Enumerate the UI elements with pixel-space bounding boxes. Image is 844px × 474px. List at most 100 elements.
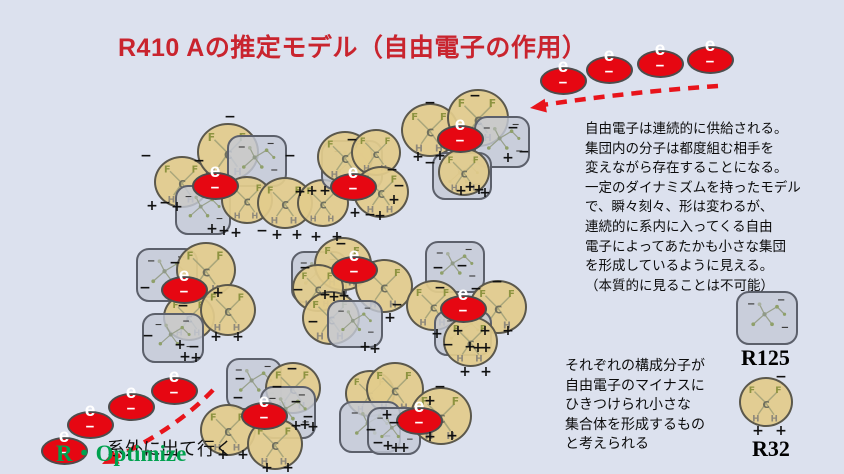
- plus-sign: +: [291, 227, 303, 243]
- electron-minus-sign: −: [349, 263, 359, 281]
- svg-text:F: F: [749, 385, 755, 396]
- svg-text:−: −: [264, 362, 272, 373]
- svg-text:F: F: [238, 292, 245, 303]
- svg-text:H: H: [327, 214, 334, 224]
- minus-sign: −: [139, 280, 151, 296]
- free-electron: e−: [329, 163, 377, 201]
- minus-sign: −: [307, 314, 319, 330]
- r32-molecule-structure-icon: F F C H H: [210, 292, 245, 333]
- svg-text:−: −: [300, 258, 308, 269]
- plus-sign: +: [319, 183, 331, 199]
- electron-label: e: [654, 39, 666, 60]
- r125-molecule: − − −: [736, 291, 798, 345]
- plus-sign: +: [299, 417, 311, 433]
- electron-label: e: [348, 245, 360, 266]
- plus-sign: +: [479, 323, 491, 339]
- electron-minus-sign: −: [604, 63, 614, 81]
- plus-sign: +: [306, 183, 318, 199]
- svg-text:F: F: [353, 246, 360, 257]
- free-electron: e−: [150, 367, 198, 405]
- minus-sign: −: [469, 88, 481, 104]
- plus-sign: +: [434, 148, 446, 164]
- plus-sign: +: [174, 337, 186, 353]
- r32-molecule-structure-icon: F F C H H: [749, 385, 782, 425]
- svg-text:H: H: [425, 431, 433, 442]
- svg-text:H: H: [752, 415, 759, 425]
- supply-note: 自由電子は連続的に供給される。 集団内の分子は都度組む相手を 変えながら存在する…: [585, 121, 801, 293]
- svg-text:−: −: [468, 271, 476, 282]
- electron-minus-sign: −: [179, 283, 189, 301]
- electron-label: e: [603, 45, 615, 66]
- plus-sign: +: [331, 229, 343, 245]
- svg-text:F: F: [208, 131, 215, 144]
- svg-text:−: −: [268, 393, 276, 404]
- svg-text:H: H: [771, 415, 778, 425]
- minus-sign: −: [188, 339, 200, 355]
- plus-sign: +: [261, 460, 273, 474]
- svg-text:F: F: [411, 112, 418, 123]
- svg-text:−: −: [367, 328, 374, 338]
- electron-label: e: [168, 366, 180, 387]
- electron-label: e: [704, 35, 716, 56]
- svg-text:C: C: [466, 339, 473, 350]
- slide-title: R410 Aの推定モデル（自由電子の作用）: [118, 34, 588, 62]
- plus-sign: +: [359, 339, 371, 355]
- minus-sign: −: [518, 144, 530, 160]
- svg-text:H: H: [214, 443, 222, 453]
- cluster-note: それぞれの構成分子が 自由電子のマイナスに ひきつけられ小さな 集合体を形成する…: [565, 357, 705, 452]
- r125-molecule-structure-icon: − − −: [747, 295, 789, 334]
- minus-sign: −: [177, 298, 189, 314]
- minus-sign: −: [470, 281, 482, 297]
- minus-sign: −: [159, 195, 171, 211]
- r32-molecule-structure-icon: F F C H H: [411, 112, 447, 154]
- free-electron: e−: [330, 246, 378, 284]
- plus-sign: +: [412, 149, 424, 165]
- electron-minus-sign: −: [705, 53, 715, 71]
- electron-label: e: [413, 396, 425, 417]
- free-electron: e−: [436, 115, 484, 153]
- plus-sign: +: [452, 323, 464, 339]
- r125-molecule-structure-icon: − − −: [436, 245, 476, 282]
- svg-text:F: F: [376, 371, 383, 382]
- plus-sign: +: [398, 440, 410, 456]
- plus-sign: +: [446, 428, 458, 444]
- electron-label: e: [454, 114, 466, 135]
- svg-text:H: H: [331, 170, 339, 180]
- electron-label: e: [58, 426, 70, 447]
- plus-sign: +: [480, 340, 492, 356]
- svg-text:F: F: [452, 395, 459, 408]
- plus-sign: +: [171, 199, 183, 215]
- r125-molecule-structure-icon: − − −: [483, 120, 523, 157]
- svg-text:C: C: [494, 303, 502, 316]
- svg-text:C: C: [426, 126, 434, 139]
- minus-sign: −: [335, 236, 347, 252]
- plus-sign: +: [146, 198, 158, 214]
- svg-text:C: C: [391, 385, 399, 398]
- plus-sign: +: [349, 205, 361, 221]
- svg-text:H: H: [415, 143, 423, 154]
- plus-sign: +: [338, 288, 350, 304]
- svg-text:H: H: [261, 457, 269, 467]
- plus-sign: +: [230, 225, 242, 241]
- svg-text:F: F: [385, 136, 391, 146]
- svg-text:H: H: [475, 354, 482, 364]
- plus-sign: +: [455, 183, 467, 199]
- free-electron: e−: [539, 57, 587, 95]
- svg-text:F: F: [452, 324, 458, 335]
- plus-sign: +: [218, 223, 230, 239]
- free-electron: e−: [395, 397, 443, 435]
- svg-text:F: F: [360, 136, 366, 146]
- svg-text:F: F: [421, 395, 428, 408]
- plus-sign: +: [369, 341, 381, 357]
- free-electron: e−: [160, 266, 208, 304]
- minus-sign: −: [286, 361, 298, 377]
- svg-text:−: −: [337, 307, 344, 317]
- minus-sign: −: [140, 148, 152, 164]
- svg-text:F: F: [303, 370, 310, 381]
- r32-molecule: F F C H H: [200, 284, 256, 336]
- svg-text:−: −: [406, 435, 413, 445]
- svg-text:H: H: [214, 323, 222, 333]
- minus-sign: −: [434, 379, 446, 395]
- svg-text:−: −: [185, 192, 193, 203]
- svg-text:C: C: [224, 308, 231, 319]
